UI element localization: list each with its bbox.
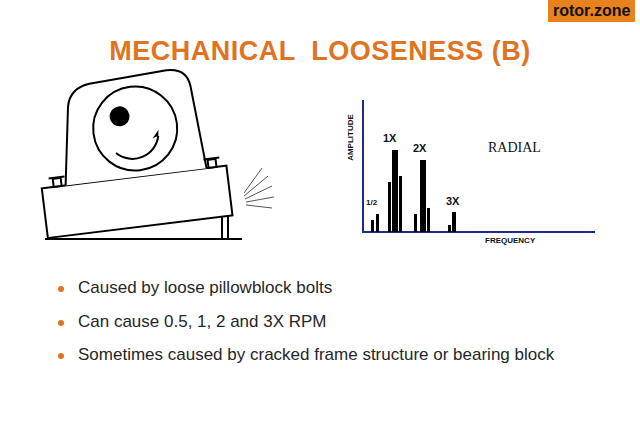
spectrum-bars bbox=[371, 150, 456, 232]
pillow-block bbox=[29, 64, 232, 238]
peak-label: 3X bbox=[446, 195, 459, 207]
bullet-dot bbox=[58, 320, 64, 326]
shim bbox=[221, 214, 223, 239]
axis-label: AMPLITUDE bbox=[346, 114, 355, 161]
peak-label: 1X bbox=[383, 132, 396, 144]
vibration-lines bbox=[244, 168, 274, 208]
direction-label: RADIAL bbox=[488, 140, 541, 156]
bullet-text: Sometimes caused by cracked frame struct… bbox=[78, 344, 558, 366]
logo: rotor.zone bbox=[548, 0, 635, 22]
axis-label: FREQUENCY bbox=[485, 236, 535, 245]
bullet-text: Caused by loose pillowblock bolts bbox=[78, 277, 558, 299]
bullet-dot bbox=[58, 353, 64, 359]
slide-title: MECHANICAL LOOSENESS (B) bbox=[0, 36, 640, 67]
spectrum-axes bbox=[362, 100, 595, 233]
peak-label: 1/2 bbox=[366, 198, 377, 207]
peak-label: 2X bbox=[413, 142, 426, 154]
ground-line bbox=[45, 238, 242, 240]
bullet-text: Can cause 0.5, 1, 2 and 3X RPM bbox=[78, 311, 558, 333]
bullet-dot bbox=[58, 286, 64, 292]
